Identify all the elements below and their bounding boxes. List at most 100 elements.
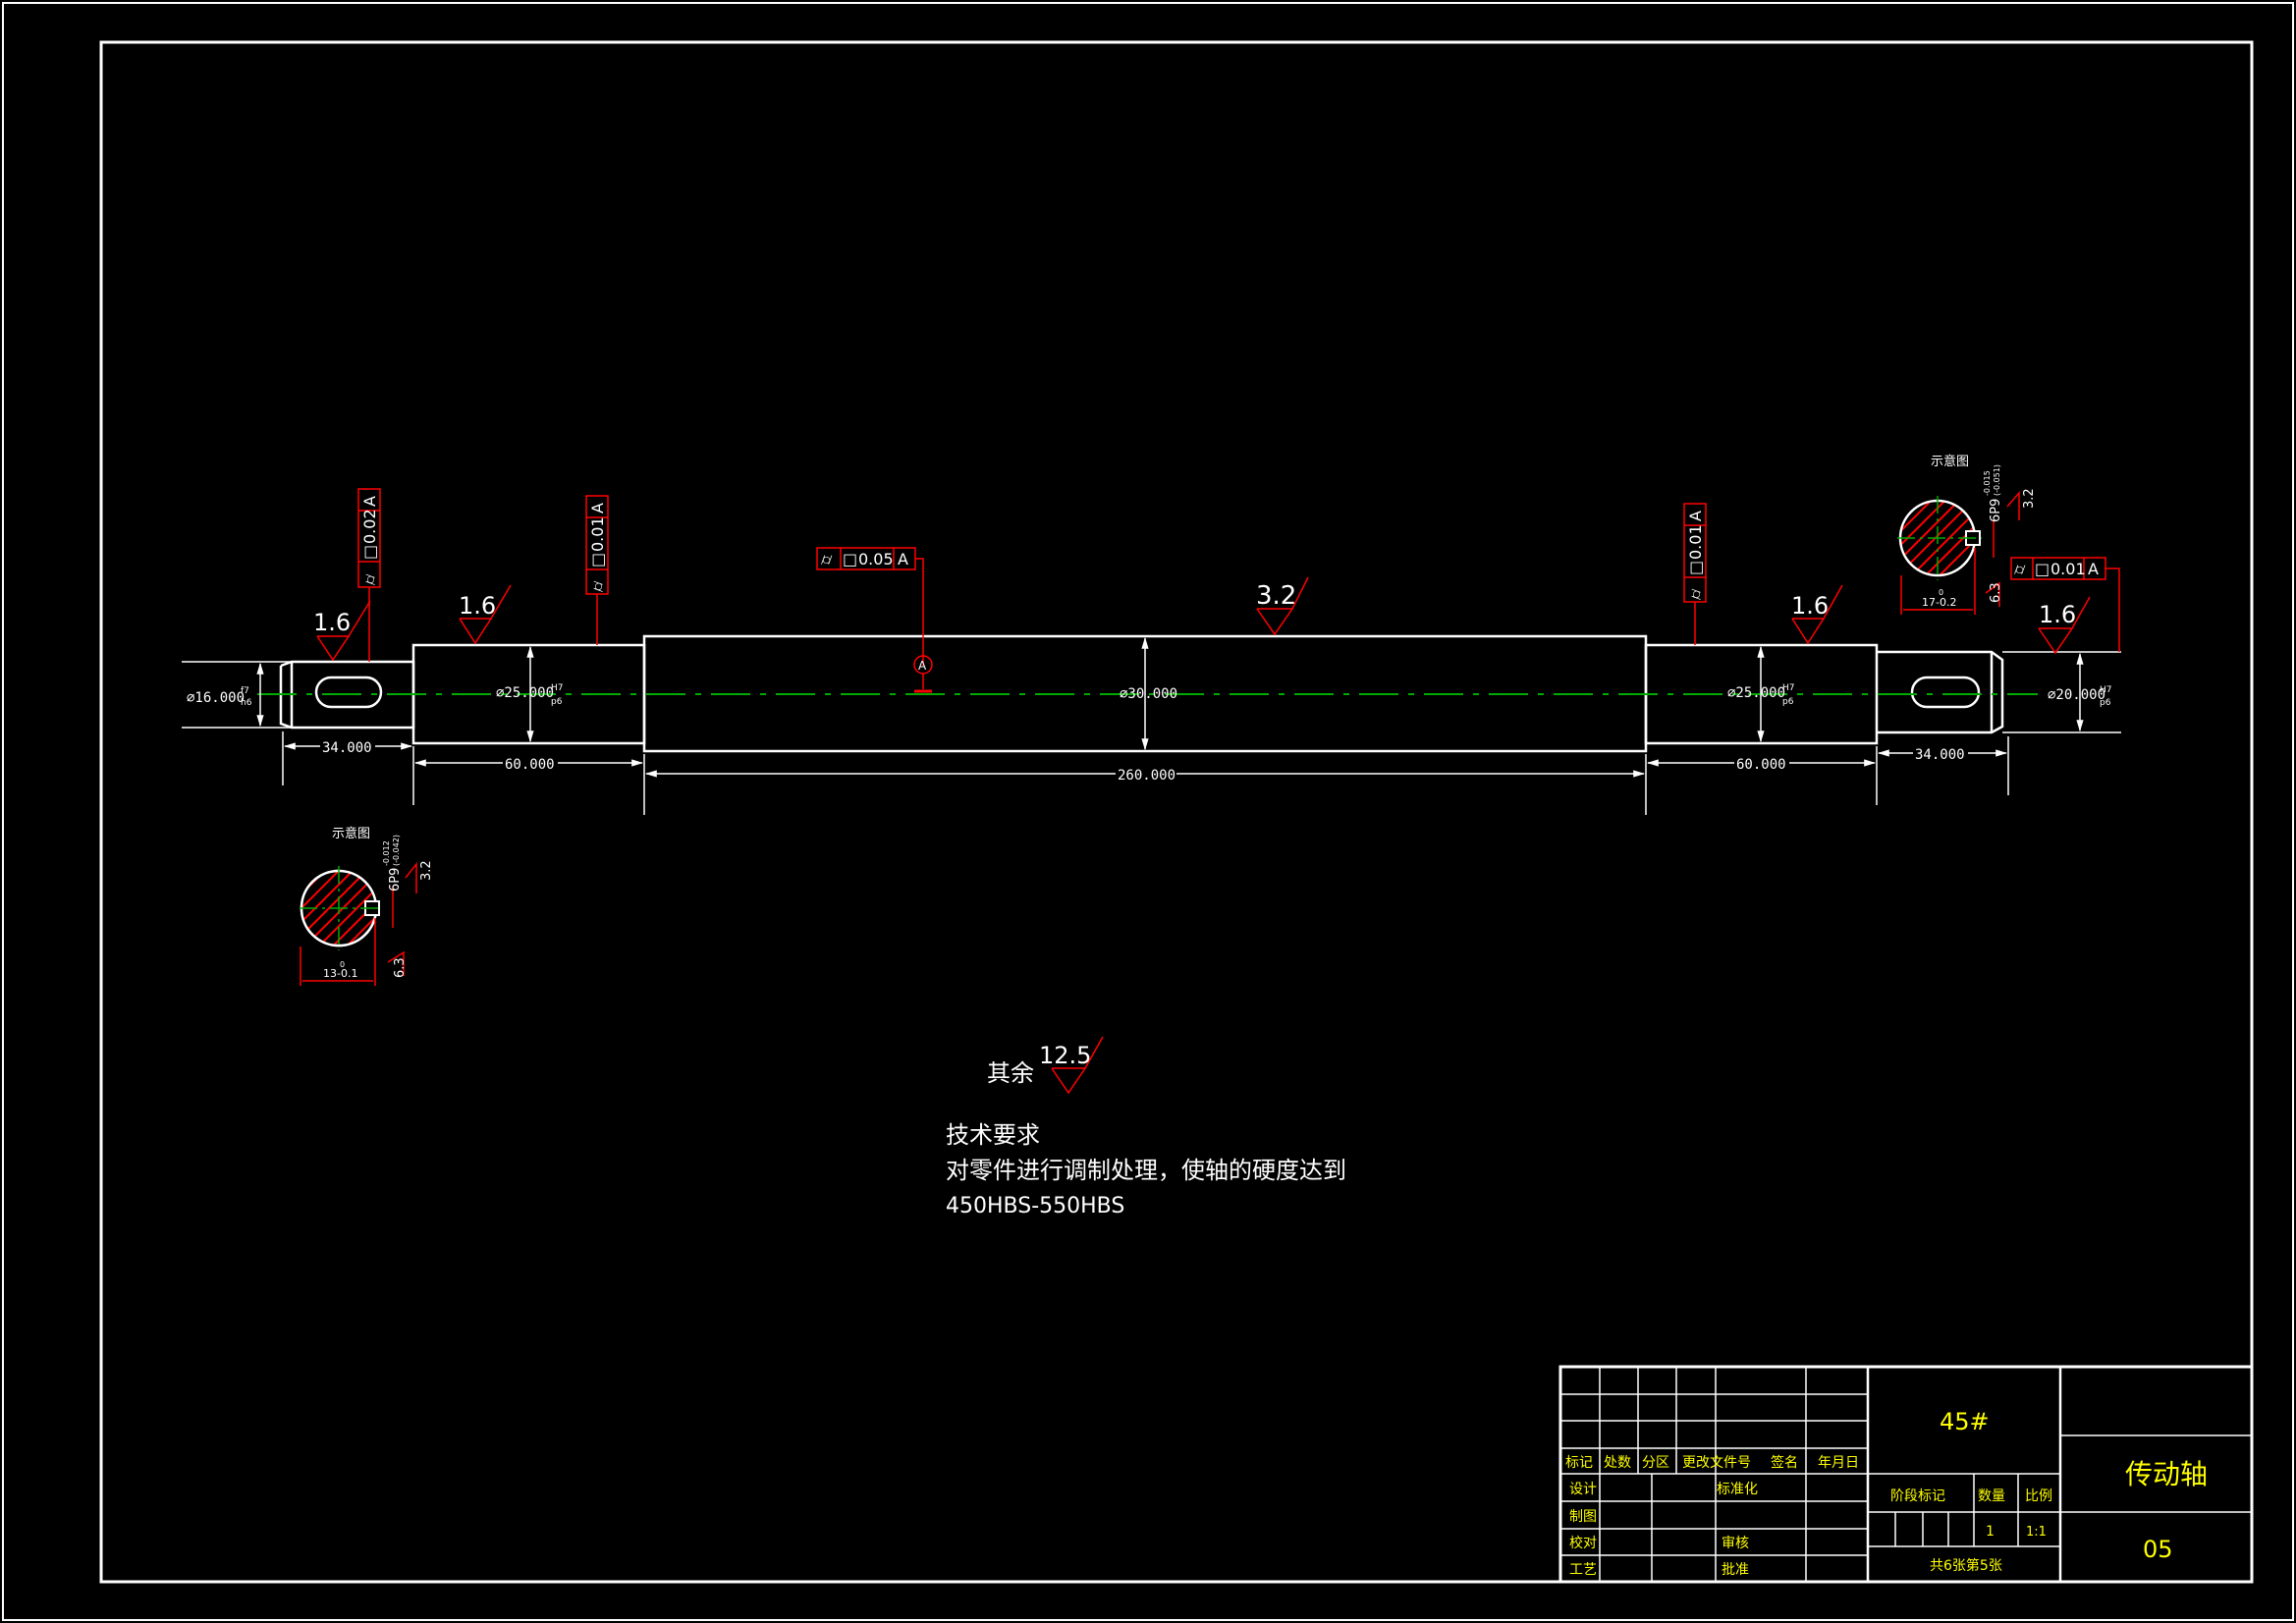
svg-text:示意图: 示意图: [332, 826, 370, 841]
svg-text:⌭: ⌭: [821, 550, 833, 568]
svg-text:□: □: [1686, 561, 1705, 575]
tol-frame-left-end: ⌭ □ 0.02 A: [357, 488, 381, 662]
roughness-others-value: 12.5: [1039, 1042, 1091, 1069]
svg-text:示意图: 示意图: [1931, 454, 1969, 469]
svg-text:0.01: 0.01: [1686, 524, 1705, 560]
len-middle: 260.000: [1118, 768, 1175, 784]
svg-text:处数: 处数: [1604, 1455, 1631, 1471]
svg-text:1: 1: [1986, 1524, 1995, 1540]
right-keyway: [1910, 676, 1981, 709]
svg-text:A: A: [360, 496, 379, 507]
title-block: [1558, 1365, 2254, 1584]
dim-right-end-tol-bot: p6: [2100, 698, 2111, 708]
dim-left-bearing-tol-top: H7: [551, 683, 564, 693]
dim-left-bearing: ⌀25.000: [496, 685, 554, 701]
title-drawing-no: 05: [2143, 1536, 2173, 1563]
svg-text:设计: 设计: [1569, 1482, 1597, 1497]
svg-text:0.05: 0.05: [858, 550, 894, 568]
svg-text:3.2: 3.2: [419, 860, 434, 881]
notes-line-2: 450HBS-550HBS: [946, 1194, 1124, 1218]
section-left: 示意图 13-0.1 0 6P9 -0.012 (-0.042) 3.2 6.3: [300, 826, 434, 986]
svg-text:⌭: ⌭: [1686, 588, 1705, 600]
svg-text:□: □: [2035, 560, 2050, 578]
svg-text:0.02: 0.02: [360, 509, 379, 544]
svg-text:A: A: [918, 659, 927, 673]
svg-text:批准: 批准: [1722, 1562, 1749, 1578]
svg-text:13-0.1: 13-0.1: [323, 967, 357, 980]
roughness-left-end: 1.6: [313, 609, 351, 636]
svg-text:(-0.051): (-0.051): [1993, 464, 2001, 496]
title-part-name: 传动轴: [2125, 1458, 2208, 1490]
svg-text:标记: 标记: [1565, 1455, 1593, 1471]
dim-right-bearing-tol-top: H7: [1782, 683, 1795, 693]
tol-frame-left-bearing: ⌭ □ 0.01 A: [585, 495, 609, 645]
svg-text:数量: 数量: [1978, 1488, 2005, 1504]
dim-left-bearing-tol-bot: p6: [551, 697, 563, 707]
svg-text:工艺: 工艺: [1569, 1562, 1597, 1578]
svg-text:-0.012: -0.012: [382, 840, 391, 866]
roughness-others-label: 其余: [987, 1059, 1034, 1087]
dim-right-end-tol-top: H7: [2100, 685, 2112, 695]
notes-line-1: 对零件进行调制处理，使轴的硬度达到: [946, 1157, 1346, 1184]
svg-text:分区: 分区: [1642, 1455, 1669, 1471]
svg-text:A: A: [588, 503, 607, 514]
dim-right-bearing-tol-bot: p6: [1782, 697, 1794, 707]
diameter-dims: [182, 636, 2121, 751]
datum-marker: A: [913, 655, 933, 693]
len-right-bearing: 60.000: [1736, 757, 1786, 773]
len-left-key: 34.000: [322, 740, 372, 756]
svg-text:0.01: 0.01: [2050, 560, 2086, 578]
svg-text:6.3: 6.3: [393, 957, 408, 978]
notes-title: 技术要求: [946, 1121, 1040, 1149]
svg-text:□: □: [843, 550, 857, 568]
svg-text:比例: 比例: [2025, 1488, 2052, 1504]
svg-text:0.01: 0.01: [588, 516, 607, 552]
sheet-inner-border: [99, 40, 2254, 1584]
svg-text:⌭: ⌭: [2014, 560, 2026, 578]
svg-text:更改文件号: 更改文件号: [1682, 1455, 1751, 1471]
title-material: 45#: [1940, 1408, 1990, 1435]
title-block-text: 标记 处数 分区 更改文件号 签名 年月日 设计 制图 校对 工艺 标准化 审核…: [1565, 1408, 2208, 1578]
svg-text:□: □: [588, 553, 607, 568]
svg-text:⌭: ⌭: [588, 580, 607, 592]
svg-text:⌭: ⌭: [360, 573, 379, 585]
svg-text:-0.015: -0.015: [1983, 470, 1992, 496]
svg-text:3.2: 3.2: [2022, 488, 2037, 509]
len-right-key: 34.000: [1915, 747, 1965, 763]
len-left-bearing: 60.000: [505, 757, 555, 773]
dim-left-end: ⌀16.000: [187, 690, 245, 706]
svg-text:A: A: [898, 550, 908, 568]
tol-frame-right-bearing: ⌭ □ 0.01 A: [1683, 503, 1707, 645]
tol-frame-right-end: ⌭ □ 0.01 A: [2010, 557, 2120, 652]
svg-text:年月日: 年月日: [1818, 1455, 1859, 1471]
svg-text:1:1: 1:1: [2026, 1525, 2047, 1540]
roughness-right-bearing: 1.6: [1791, 592, 1829, 620]
roughness-right-end: 1.6: [2039, 601, 2076, 628]
svg-text:A: A: [1686, 511, 1705, 521]
svg-text:0: 0: [340, 960, 345, 969]
roughness-middle: 3.2: [1256, 581, 1296, 611]
svg-text:阶段标记: 阶段标记: [1890, 1488, 1945, 1504]
svg-text:0: 0: [1939, 588, 1943, 597]
svg-text:校对: 校对: [1569, 1535, 1597, 1551]
dim-right-bearing: ⌀25.000: [1727, 685, 1785, 701]
svg-text:共6张第5张: 共6张第5张: [1930, 1557, 2002, 1574]
svg-text:6P9: 6P9: [388, 868, 403, 892]
tol-frame-middle: ⌭ □ 0.05 A: [816, 547, 924, 666]
dim-right-end: ⌀20.000: [2048, 687, 2105, 703]
svg-text:审核: 审核: [1722, 1536, 1749, 1551]
roughness-symbols: [316, 576, 2091, 1095]
svg-text:6P9: 6P9: [1989, 499, 2003, 522]
svg-text:6.3: 6.3: [1989, 582, 2003, 603]
svg-text:标准化: 标准化: [1717, 1482, 1758, 1497]
svg-text:A: A: [2088, 560, 2099, 578]
svg-text:17-0.2: 17-0.2: [1922, 596, 1956, 609]
dim-middle: ⌀30.000: [1120, 686, 1177, 702]
roughness-left-bearing: 1.6: [459, 592, 496, 620]
svg-text:□: □: [360, 545, 379, 560]
svg-text:(-0.042): (-0.042): [392, 835, 401, 866]
left-keyway: [314, 676, 383, 709]
dim-left-end-tol-bot: h6: [241, 698, 252, 708]
